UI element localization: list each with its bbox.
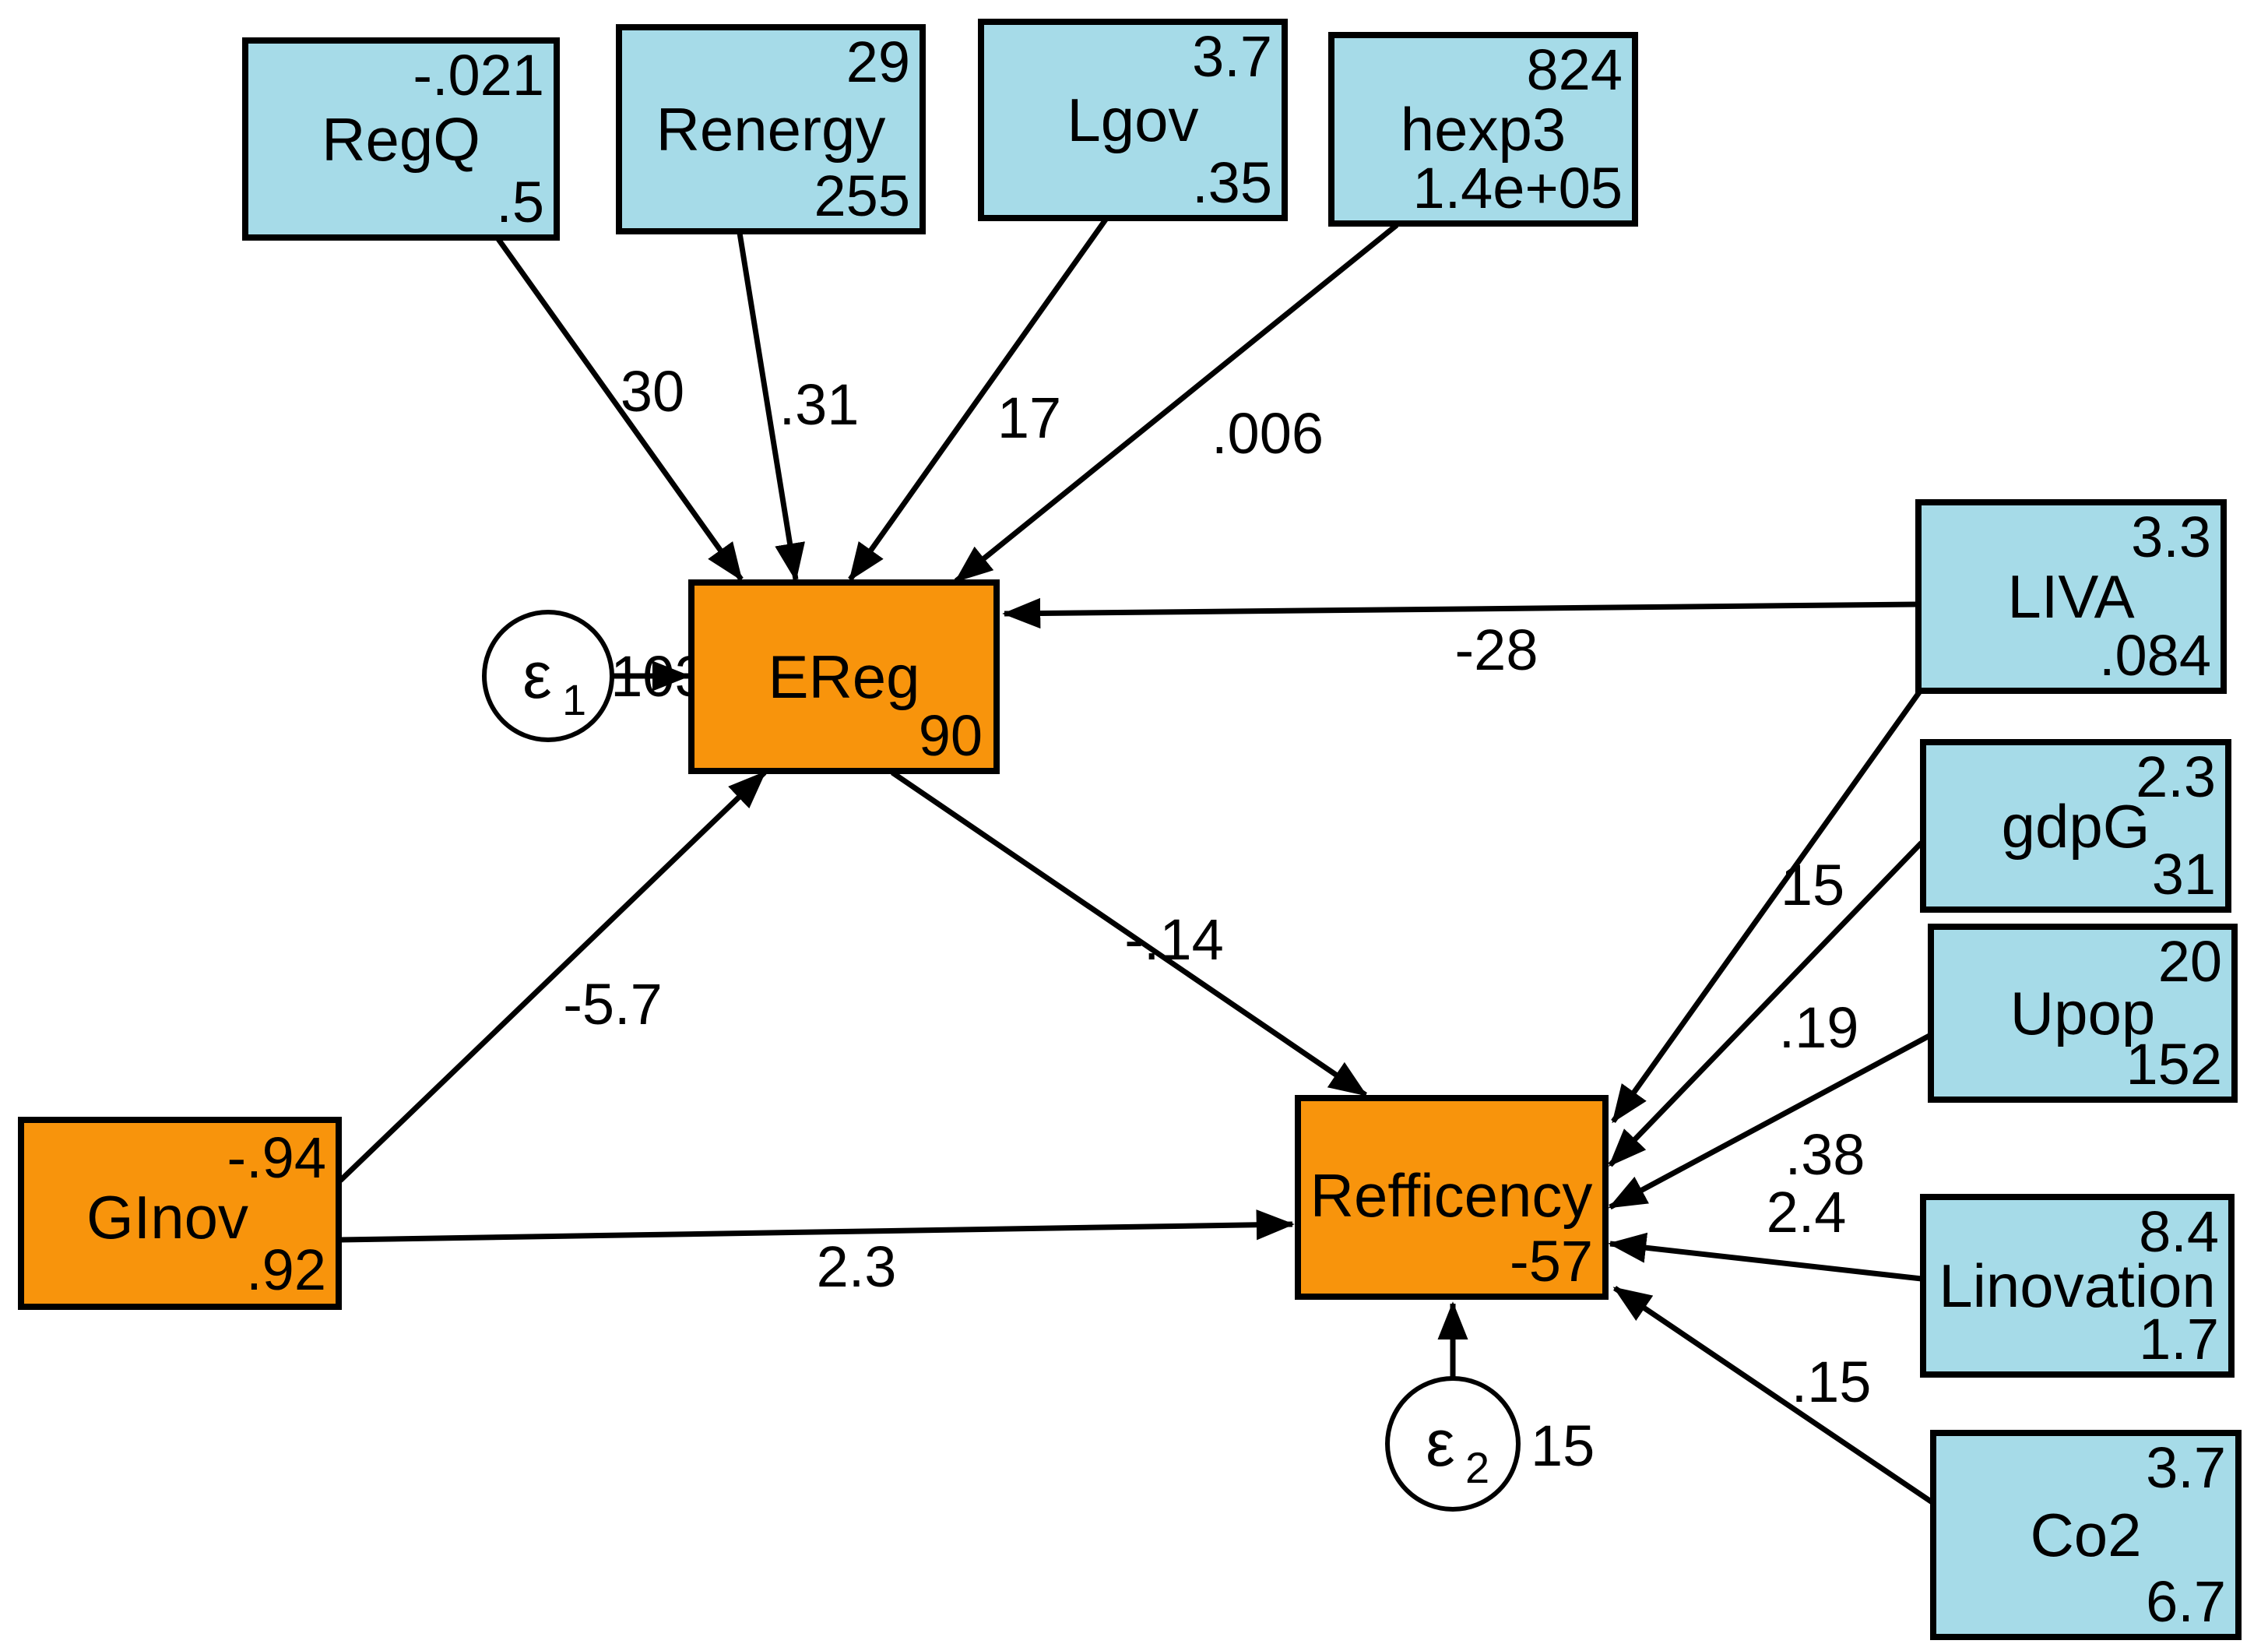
ginov-value-top: -.94 [227, 1125, 326, 1190]
upop-box [1928, 924, 2238, 1103]
path-upop-to-refficency [1608, 1033, 1931, 1210]
eps2-label: ε [1426, 1406, 1454, 1480]
ereg-label: EReg [768, 642, 920, 711]
path-lgov-to-ereg [848, 217, 1108, 582]
refficency-label: Refficency [1310, 1161, 1593, 1230]
coef-lgov-ereg: 17 [997, 385, 1061, 450]
regq-value-top: -.021 [413, 43, 544, 107]
node-gdpg: 2.3 gdpG 31 [1920, 739, 2231, 913]
ereg-box [688, 579, 1000, 774]
coef-liva-ereg: -28 [1455, 618, 1538, 682]
hexp3-value-top: 824 [1527, 37, 1623, 102]
co2-label: Co2 [2030, 1501, 2141, 1569]
edges [338, 217, 1937, 1507]
coef-ereg-refficency: -.14 [1124, 907, 1224, 972]
coef-renergy-ereg: .31 [779, 372, 860, 437]
hexp3-box [1328, 32, 1638, 227]
gdpg-label: gdpG [2002, 792, 2150, 861]
coef-ginov-refficency: 2.3 [817, 1234, 897, 1299]
node-ginov: -.94 GInov .92 [18, 1117, 342, 1310]
gdpg-value-bottom: 31 [2152, 842, 2216, 906]
regq-label: RegQ [322, 105, 480, 174]
path-regq-to-ereg [496, 237, 744, 582]
liva-value-top: 3.3 [2131, 505, 2211, 569]
node-co2: 3.7 Co2 6.7 [1930, 1430, 2242, 1640]
error-term-eps1: ε 1 103 [482, 610, 707, 742]
linovation-value-bottom: 1.7 [2139, 1307, 2219, 1371]
node-upop: 20 Upop 152 [1928, 924, 2238, 1103]
node-linovation: 8.4 Linovation 1.7 [1920, 1194, 2235, 1378]
path-gdpg-to-refficency [1608, 840, 1924, 1167]
renergy-box [616, 24, 926, 234]
coef-hexp3-ereg: .006 [1211, 401, 1324, 466]
node-hexp3: 824 hexp3 1.4e+05 [1328, 32, 1638, 227]
path-ginov-to-ereg [338, 770, 767, 1183]
eps1-label: ε [522, 639, 551, 712]
node-lgov: 3.7 Lgov .35 [978, 19, 1288, 221]
liva-label: LIVA [2007, 562, 2134, 631]
path-ginov-to-refficency [339, 1209, 1295, 1243]
node-regq: -.021 RegQ .5 [242, 37, 560, 241]
lgov-box [978, 19, 1288, 221]
regq-box [242, 37, 560, 241]
path-linovation-to-refficency [1608, 1232, 1922, 1282]
eps2-subscript: 2 [1465, 1443, 1489, 1492]
path-liva-to-refficency [1611, 685, 1925, 1124]
regq-value-bottom: .5 [496, 170, 544, 234]
co2-box [1930, 1430, 2242, 1640]
coef-upop-refficency: .38 [1785, 1122, 1865, 1187]
liva-value-bottom: .084 [2099, 623, 2211, 688]
ginov-box [18, 1117, 342, 1310]
refficency-value-bottom: -57 [1510, 1229, 1593, 1294]
coef-gdpg-refficency: .19 [1779, 995, 1859, 1060]
upop-value-top: 20 [2158, 929, 2222, 994]
path-co2-to-refficency [1612, 1286, 1937, 1507]
co2-value-top: 3.7 [2146, 1435, 2226, 1500]
eps2-variance: 15 [1531, 1413, 1595, 1478]
lgov-value-bottom: .35 [1192, 150, 1272, 215]
renergy-value-bottom: 255 [814, 164, 910, 228]
linovation-value-top: 8.4 [2139, 1199, 2219, 1264]
coef-ginov-ereg: -5.7 [563, 972, 663, 1037]
linovation-box [1920, 1194, 2235, 1378]
co2-value-bottom: 6.7 [2146, 1569, 2226, 1634]
ereg-value-bottom: 90 [919, 703, 983, 768]
liva-box [1915, 499, 2227, 694]
coef-linovation-refficency: 2.4 [1767, 1180, 1847, 1244]
ginov-value-bottom: .92 [246, 1237, 326, 1302]
renergy-value-top: 29 [846, 30, 910, 94]
renergy-label: Renergy [656, 95, 886, 164]
hexp3-label: hexp3 [1401, 95, 1567, 164]
coef-co2-refficency: .15 [1792, 1350, 1872, 1414]
hexp3-value-bottom: 1.4e+05 [1412, 156, 1623, 220]
path-renergy-to-ereg [737, 232, 805, 582]
upop-label: Upop [2010, 979, 2155, 1047]
path-ereg-to-refficency [891, 770, 1368, 1097]
node-renergy: 29 Renergy 255 [616, 24, 926, 234]
coef-regq-ereg: 30 [621, 359, 684, 424]
eps2-circle [1385, 1376, 1521, 1512]
lgov-label: Lgov [1067, 86, 1198, 154]
ginov-label: GInov [86, 1183, 248, 1251]
eps1-subscript: 1 [562, 675, 586, 724]
lgov-value-top: 3.7 [1192, 24, 1272, 89]
node-ereg: EReg 90 [688, 579, 1000, 774]
gdpg-box [1920, 739, 2231, 913]
node-refficency: Refficency -57 [1295, 1095, 1609, 1300]
error-term-eps2: ε 2 15 [1385, 1376, 1595, 1512]
gdpg-value-top: 2.3 [2136, 745, 2216, 809]
upop-value-bottom: 152 [2126, 1032, 2222, 1097]
path-liva-to-ereg [1002, 597, 1918, 629]
linovation-label: Linovation [1939, 1251, 2216, 1320]
path-hexp3-to-ereg [954, 223, 1399, 583]
coef-liva-refficency: 15 [1781, 853, 1844, 917]
path-labels: 30 .31 17 .006 -28 -5.7 -.14 2.3 15 .19 … [563, 359, 1871, 1414]
refficency-box [1295, 1095, 1609, 1300]
node-liva: 3.3 LIVA .084 [1915, 499, 2227, 694]
